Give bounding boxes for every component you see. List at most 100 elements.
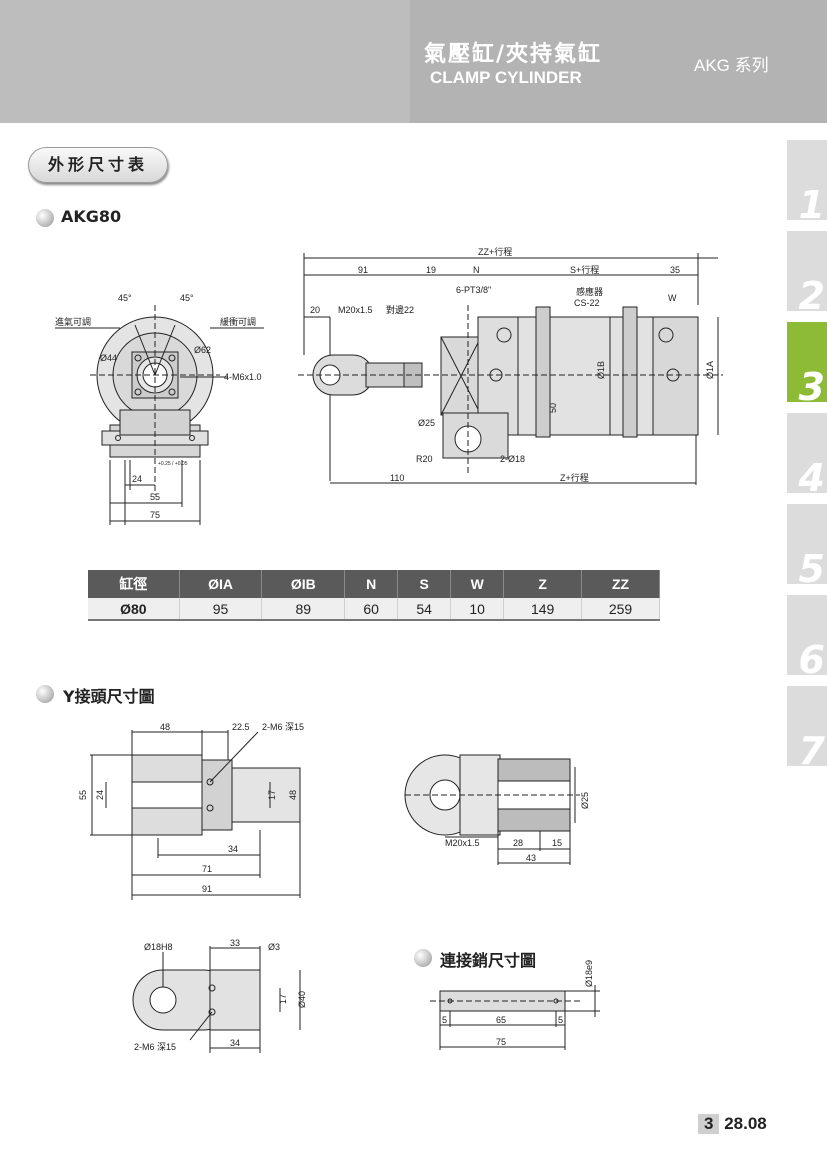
dim-w-label: W bbox=[668, 293, 677, 303]
sensor-label: 感應器 bbox=[576, 286, 603, 297]
section-title: 外形尺寸表 bbox=[28, 147, 168, 183]
model-title: AKG80 bbox=[61, 207, 122, 226]
page-number: 3 28.08 bbox=[698, 1114, 767, 1136]
y-dim-71: 71 bbox=[202, 864, 212, 874]
chapter-tab-4[interactable]: 4 bbox=[787, 413, 827, 493]
pin-thread-2m6: 2-M6 深15 bbox=[134, 1042, 176, 1052]
spec-header: Z bbox=[503, 570, 583, 598]
page-header bbox=[0, 0, 827, 123]
s-stroke-label: S+行程 bbox=[570, 264, 599, 275]
angle-right-label: 45° bbox=[180, 293, 194, 303]
y-joint-section-drawing: M20x1.5 28 15 43 Ø25 bbox=[404, 754, 590, 865]
thread-m20-label: M20x1.5 bbox=[338, 305, 373, 315]
y-dim-28: 28 bbox=[513, 838, 523, 848]
page-chapter: 3 bbox=[698, 1114, 720, 1134]
dia-2-18-label: 2-Ø18 bbox=[500, 454, 525, 464]
pin-dia-3: Ø3 bbox=[268, 942, 280, 952]
pin-dim-75: 75 bbox=[496, 1037, 506, 1047]
y-joint-top-drawing: 48 22.5 2-M6 深15 55 24 17 48 34 71 91 bbox=[78, 722, 304, 900]
spec-header: W bbox=[450, 570, 505, 598]
dim-55-label: 55 bbox=[150, 492, 160, 502]
connecting-pin-drawing: Ø18e9 5 65 5 75 bbox=[430, 960, 600, 1050]
angle-left-label: 45° bbox=[118, 293, 132, 303]
sensor-model-label: CS-22 bbox=[574, 298, 600, 308]
dim-110-label: 110 bbox=[390, 473, 404, 483]
bullet-icon bbox=[414, 949, 432, 967]
spec-header: N bbox=[344, 570, 399, 598]
y-joint-title: Y接頭尺寸圖 bbox=[63, 687, 155, 706]
page-value: 28.08 bbox=[724, 1114, 767, 1133]
dim-24-label: 24 bbox=[132, 474, 142, 484]
intake-adjust-label: 進氣可調 bbox=[55, 316, 91, 327]
dim-75-label: 75 bbox=[150, 510, 160, 520]
pin-dia-18e9: Ø18e9 bbox=[584, 960, 594, 987]
pin-plate-drawing: Ø18H8 33 Ø3 17 Ø40 2-M6 深15 34 bbox=[132, 938, 307, 1053]
y-dim-48-top: 48 bbox=[160, 722, 170, 732]
dim-n-label: N bbox=[473, 265, 480, 275]
y-dim-43: 43 bbox=[526, 853, 536, 863]
y-dim-48-side: 48 bbox=[288, 790, 298, 800]
pin-dim-65: 65 bbox=[496, 1015, 506, 1025]
y-thread-m20: M20x1.5 bbox=[445, 838, 480, 848]
spec-cell: 10 bbox=[450, 598, 505, 621]
header-title-panel bbox=[410, 0, 827, 123]
spec-cell: 54 bbox=[397, 598, 452, 621]
bullet-icon bbox=[36, 209, 54, 227]
spec-cell: 259 bbox=[581, 598, 660, 621]
zz-stroke-label: ZZ+行程 bbox=[478, 246, 512, 257]
r20-label: R20 bbox=[416, 454, 433, 464]
spec-cell: 60 bbox=[344, 598, 399, 621]
z-stroke-label: Z+行程 bbox=[560, 472, 589, 483]
chapter-tab-5[interactable]: 5 bbox=[787, 504, 827, 584]
y-dia-25: Ø25 bbox=[580, 792, 590, 809]
dia-ia-label: Ø1A bbox=[705, 361, 715, 379]
buffer-adjust-label: 緩衝可調 bbox=[220, 316, 256, 327]
spec-cell: 89 bbox=[261, 598, 346, 621]
pin-dia-40: Ø40 bbox=[297, 991, 307, 1008]
y-dim-34: 34 bbox=[228, 844, 238, 854]
chapter-tab-1[interactable]: 1 bbox=[787, 140, 827, 220]
dia-44-label: Ø44 bbox=[100, 353, 117, 363]
port-label: 6-PT3/8" bbox=[456, 285, 491, 295]
end-view-drawing: 45° 45° 進氣可調 緩衝可調 Ø44 Ø62 4-M6x1.0 +0.25… bbox=[55, 293, 264, 525]
thread-4m6-label: 4-M6x1.0 bbox=[224, 372, 262, 382]
spec-cell: Ø80 bbox=[88, 598, 180, 621]
tolerance-label: +0.25 / +0.05 bbox=[158, 461, 188, 467]
dia-62-label: Ø62 bbox=[194, 345, 211, 355]
pin-dim-5-right: 5 bbox=[558, 1015, 563, 1025]
spec-header: S bbox=[397, 570, 452, 598]
y-dim-55: 55 bbox=[78, 790, 88, 800]
spec-header: 缸徑 bbox=[88, 570, 180, 598]
chapter-tab-7[interactable]: 7 bbox=[787, 686, 827, 766]
chapter-tab-6[interactable]: 6 bbox=[787, 595, 827, 675]
spec-cell: 149 bbox=[503, 598, 583, 621]
bullet-icon bbox=[36, 685, 54, 703]
dia-ib-label: Ø1B bbox=[596, 361, 606, 379]
pin-title: 連接銷尺寸圖 bbox=[440, 951, 537, 970]
chapter-tab-3[interactable]: 3 bbox=[787, 322, 827, 402]
y-dim-17: 17 bbox=[267, 790, 277, 800]
side-view-drawing: ZZ+行程 91 19 N S+行程 35 20 M20x1.5 對邊22 6-… bbox=[298, 246, 723, 485]
spec-table: 缸徑 ØIA ØIB N S W Z ZZ Ø80 95 89 60 54 10… bbox=[88, 570, 660, 621]
spec-header: ZZ bbox=[581, 570, 660, 598]
spec-header: ØIA bbox=[179, 570, 263, 598]
dim-50-label: 50 bbox=[548, 403, 558, 413]
pin-dim-33: 33 bbox=[230, 938, 240, 948]
header-title-english: CLAMP CYLINDER bbox=[430, 68, 582, 87]
dim-20-label: 20 bbox=[310, 305, 320, 315]
table-row: Ø80 95 89 60 54 10 149 259 bbox=[88, 598, 660, 621]
dia-25-label: Ø25 bbox=[418, 418, 435, 428]
pin-dim-17: 17 bbox=[278, 994, 288, 1004]
spec-table-header-row: 缸徑 ØIA ØIB N S W Z ZZ bbox=[88, 570, 660, 598]
spec-header: ØIB bbox=[261, 570, 346, 598]
y-thread-2m6: 2-M6 深15 bbox=[262, 722, 304, 732]
pin-dia-18h8: Ø18H8 bbox=[144, 942, 173, 952]
pin-dim-5-left: 5 bbox=[442, 1015, 447, 1025]
y-dim-24: 24 bbox=[95, 790, 105, 800]
y-dim-22-5: 22.5 bbox=[232, 722, 250, 732]
pin-dim-34: 34 bbox=[230, 1038, 240, 1048]
dim-19-label: 19 bbox=[426, 265, 436, 275]
dim-91-label: 91 bbox=[358, 265, 368, 275]
header-series: AKG 系列 bbox=[694, 56, 769, 75]
chapter-tab-2[interactable]: 2 bbox=[787, 231, 827, 311]
